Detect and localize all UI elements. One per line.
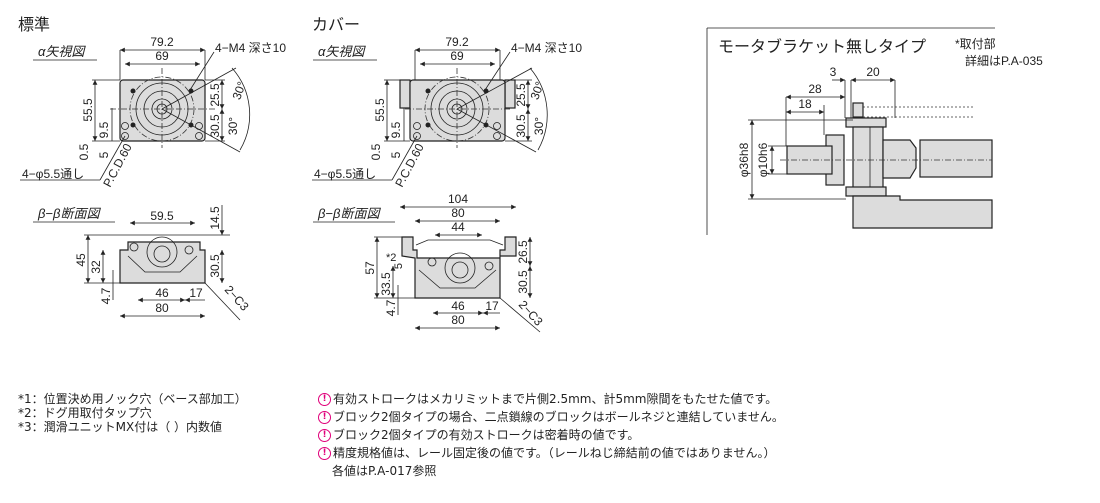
- dim-79-2: 79.2: [150, 35, 174, 49]
- standard-alpha-label: α矢視図: [38, 44, 86, 59]
- caution-icon: !: [318, 392, 331, 406]
- dim-79-2: 79.2: [445, 35, 469, 49]
- footnotes: *1：位置決め用ノック穴（ベース部加工） *2：ドグ用取付タップ穴 *3：潤滑ユ…: [18, 392, 247, 434]
- dim-69: 69: [155, 49, 169, 63]
- dim-32: 32: [89, 260, 103, 274]
- caution-reference: 各値はP.A-017参照: [332, 464, 437, 478]
- dim-phi36: φ36h8: [737, 142, 751, 177]
- dim-pcd: P.C.D.60: [100, 141, 135, 189]
- dim-30-5: 30.5: [516, 270, 530, 294]
- caution-icon: !: [318, 410, 331, 424]
- dim-80: 80: [155, 301, 169, 315]
- cover-drawing: カバー α矢視図: [312, 17, 582, 333]
- cover-alpha-label: α矢視図: [318, 44, 366, 59]
- dim-30-5: 30.5: [514, 114, 528, 138]
- dim-59-5: 59.5: [150, 209, 174, 223]
- dim-20: 20: [866, 65, 880, 79]
- dim-80: 80: [451, 313, 465, 327]
- caution-text: 有効ストロークはメカリミットまで片側2.5mm、計5mm隙間をもたせた値です。: [333, 392, 778, 406]
- dim-pcd: P.C.D.60: [392, 141, 427, 189]
- dim-hole: 4−φ5.5通し: [22, 167, 84, 181]
- dim-4-7: 4.7: [99, 287, 113, 304]
- caution-text: 精度規格値は、レール固定後の値です。（レールねじ締結前の値ではありません。）: [333, 446, 776, 460]
- dim-5: 5: [393, 263, 405, 269]
- dim-5: 5: [389, 151, 403, 158]
- dim-5: 5: [97, 151, 111, 158]
- dim-14-5: 14.5: [208, 206, 222, 230]
- footnote: *3：潤滑ユニットMX付は（ ）内数値: [18, 420, 223, 434]
- dim-28: 28: [808, 82, 822, 96]
- cover-title: カバー: [312, 17, 360, 34]
- dim-30deg-a: 30°: [528, 80, 547, 102]
- footnote: *2：ドグ用取付タップ穴: [18, 406, 152, 420]
- cover-beta-view: 104 80 44 57 *2 5 33.5 4.7 26.5 30.5 46 …: [363, 192, 546, 333]
- dim-46: 46: [155, 286, 169, 300]
- motor-panel-note2: 詳細はP.A-035: [965, 53, 1043, 68]
- dim-45: 45: [74, 253, 88, 267]
- footnote: *1：位置決め用ノック穴（ベース部加工）: [18, 392, 247, 406]
- cover-beta-label: β−β断面図: [317, 206, 381, 221]
- dim-55-5: 55.5: [81, 98, 95, 122]
- dim-0-5: 0.5: [77, 143, 91, 160]
- dim-star2: *2: [386, 252, 396, 264]
- dim-phi10: φ10h6: [756, 142, 770, 177]
- standard-drawing: 標準 α矢視図: [18, 16, 286, 321]
- dim-m4: 4−M4 深さ10: [215, 41, 286, 55]
- dim-0-5: 0.5: [369, 143, 383, 160]
- caution-icon: !: [318, 428, 331, 442]
- motor-panel-note1: *取付部: [955, 36, 996, 51]
- dim-55-5: 55.5: [373, 98, 387, 122]
- dim-4-7: 4.7: [384, 299, 398, 316]
- dim-30deg-a: 30°: [230, 80, 249, 102]
- dim-26-5: 26.5: [516, 240, 530, 264]
- dim-44: 44: [451, 220, 465, 234]
- dim-80-top: 80: [451, 206, 465, 220]
- dim-25-5: 25.5: [208, 83, 222, 107]
- standard-beta-label: β−β断面図: [37, 206, 101, 221]
- dim-17: 17: [485, 299, 499, 313]
- dim-69: 69: [450, 49, 464, 63]
- dim-17: 17: [189, 286, 203, 300]
- dim-3: 3: [830, 65, 837, 79]
- dim-57: 57: [363, 261, 377, 275]
- dim-9-5: 9.5: [97, 121, 111, 138]
- dim-30-5: 30.5: [208, 114, 222, 138]
- dim-46: 46: [451, 299, 465, 313]
- standard-beta-view: 59.5 14.5 45 32 4.7 30.5 46 17 80 2−C3: [74, 205, 252, 321]
- standard-alpha-view: 79.2 69 4−M4 深さ10 55.5 9.5 0.5 5 25.5 30…: [20, 35, 286, 189]
- caution-icon: !: [318, 446, 331, 460]
- dim-hole: 4−φ5.5通し: [314, 167, 376, 181]
- motor-bracket-panel: モータブラケット無しタイプ *取付部 詳細はP.A-035 3 20 28 18…: [706, 27, 1043, 235]
- caution-text: ブロック2個タイプの有効ストロークは密着時の値です。: [333, 428, 640, 442]
- dim-9-5: 9.5: [389, 121, 403, 138]
- caution-text: ブロック2個タイプの場合、二点鎖線のブロックはボールネジと連結していません。: [333, 410, 784, 424]
- dim-30deg-b: 30°: [226, 117, 240, 135]
- dim-33-5: 33.5: [379, 272, 393, 296]
- dim-30-5: 30.5: [208, 254, 222, 278]
- dim-30deg-b: 30°: [532, 117, 546, 135]
- dim-c3: 2−C3: [222, 283, 252, 314]
- dim-104: 104: [448, 192, 468, 206]
- standard-title: 標準: [18, 16, 50, 34]
- dim-m4: 4−M4 深さ10: [511, 41, 582, 55]
- dim-25-5: 25.5: [514, 83, 528, 107]
- motor-panel-title: モータブラケット無しタイプ: [718, 37, 926, 56]
- dim-18: 18: [798, 97, 812, 111]
- caution-notes: !有効ストロークはメカリミットまで片側2.5mm、計5mm隙間をもたせた値です。…: [318, 390, 784, 480]
